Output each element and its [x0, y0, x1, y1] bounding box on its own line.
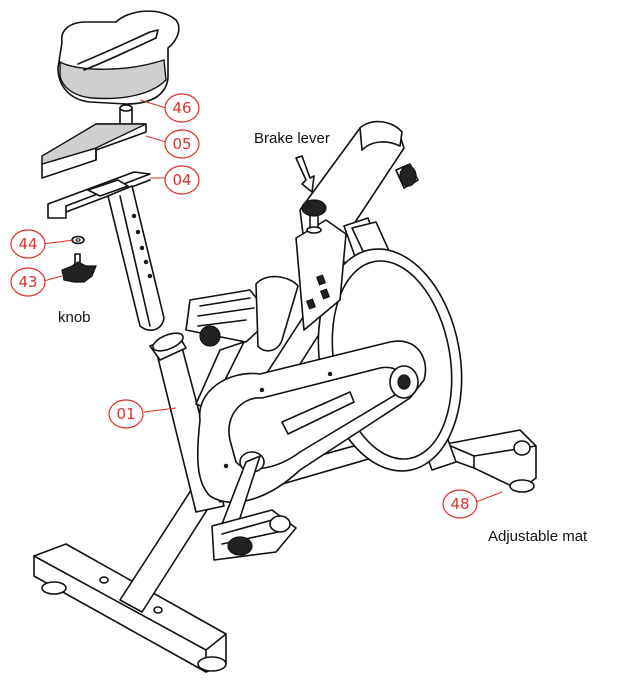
- part-number-04: 04: [172, 171, 191, 189]
- brake-lever-arrow: [295, 155, 315, 193]
- part-bubble-46: 46: [164, 93, 200, 123]
- seat-post: [107, 185, 165, 331]
- part-bubble-43: 43: [10, 267, 46, 297]
- rear-stabilizer: [33, 543, 227, 673]
- seat-tube-top: [149, 332, 187, 361]
- part-number-46: 46: [172, 99, 191, 117]
- knob-label: knob: [58, 309, 91, 326]
- front-stabilizer: [445, 429, 537, 493]
- knob-part: [61, 253, 97, 283]
- washer: [71, 235, 85, 245]
- part-bubble-48: 48: [442, 489, 478, 519]
- part-number-48: 48: [450, 495, 469, 513]
- brake-lever-knob: [301, 199, 327, 234]
- part-number-05: 05: [172, 135, 191, 153]
- part-number-44: 44: [18, 235, 37, 253]
- adjustable-mat-label: Adjustable mat: [488, 528, 588, 545]
- part-bubble-04: 04: [164, 165, 200, 195]
- seat-slider: [41, 123, 147, 179]
- part-bubble-44: 44: [10, 229, 46, 259]
- saddle: [57, 10, 180, 105]
- part-bubble-05: 05: [164, 129, 200, 159]
- part-number-01: 01: [116, 405, 135, 423]
- part-bubble-01: 01: [108, 399, 144, 429]
- right-pedal: [211, 509, 297, 561]
- resistance-housing: [295, 163, 419, 331]
- right-crank: [221, 451, 265, 525]
- brake-lever-label: Brake lever: [254, 130, 330, 147]
- part-number-43: 43: [18, 273, 37, 291]
- leader-lines: [39, 99, 503, 503]
